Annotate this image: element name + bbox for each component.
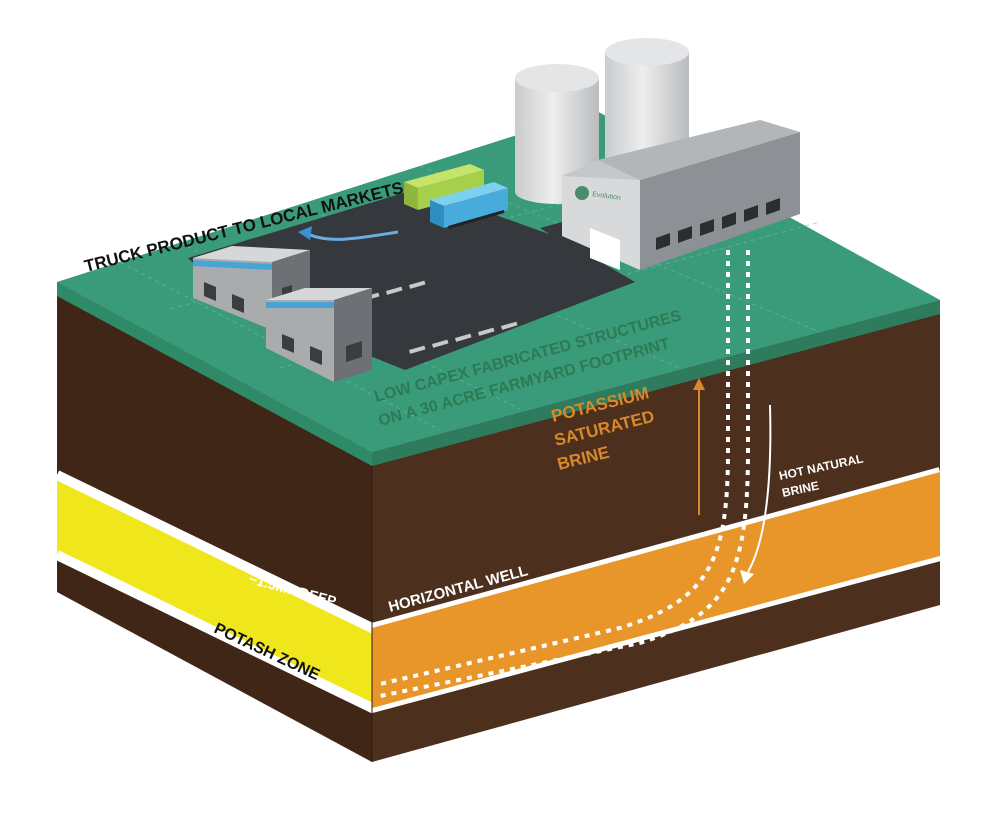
warehouse-icon: Evolution [562,120,800,270]
brine-down-arrow-icon [740,404,772,584]
portable-office-icon [266,288,372,382]
horizontal-well [379,250,750,698]
building-sign: Evolution [592,191,622,202]
earth-block [54,282,942,762]
shipping-container-icon [430,182,508,229]
potash-zone-front [57,475,372,708]
truck-arrow-icon [298,226,399,241]
potash-zone-side [372,472,940,708]
brine-up-arrow-icon [693,378,705,515]
